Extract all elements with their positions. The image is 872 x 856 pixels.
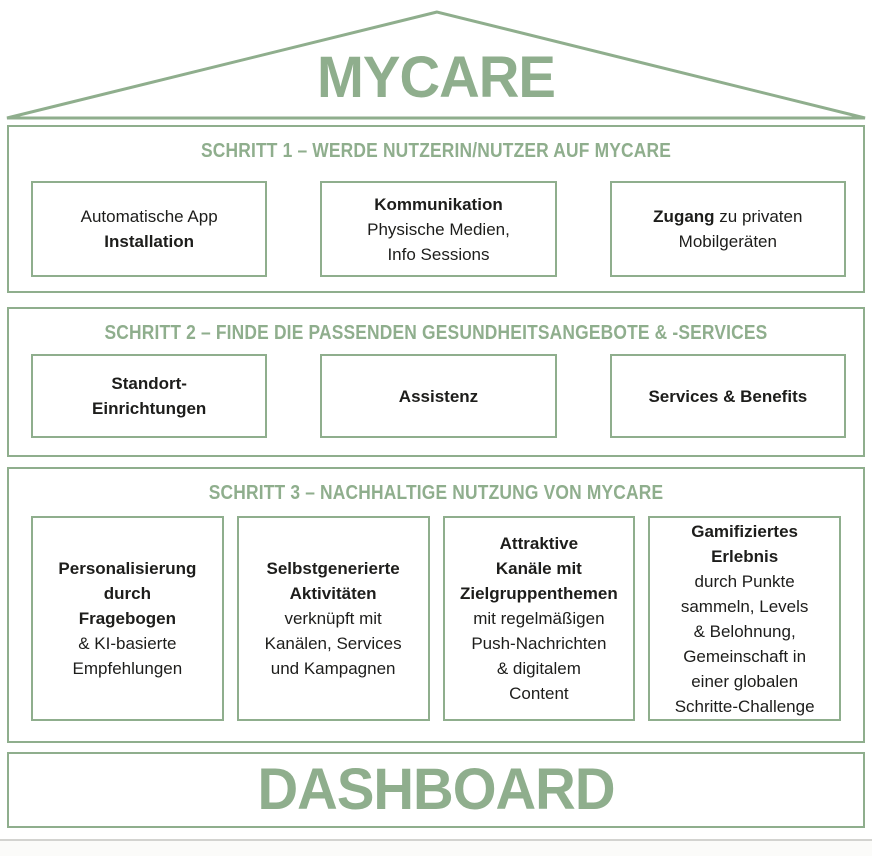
card-text-line: Fragebogen xyxy=(78,609,177,628)
section-schritt-3: SCHRITT 3 – NACHHALTIGE NUTZUNG VON MYCA… xyxy=(7,467,865,743)
card-text-line: durch Punkte xyxy=(694,571,795,591)
page-edge-divider-line xyxy=(0,839,872,841)
card-services-benefits: Services & Benefits xyxy=(609,354,846,438)
card-text-line: Physische Medien, xyxy=(367,219,510,239)
card-text-line: Zugang zu privaten xyxy=(653,207,803,226)
mycare-title: MYCARE xyxy=(317,45,556,110)
page-bottom-margin xyxy=(0,841,872,856)
card-text-line: Empfehlungen xyxy=(72,659,183,678)
card-text-line: Erlebnis xyxy=(711,546,779,566)
card-text-line: Aktivitäten xyxy=(289,584,377,603)
card-standort-einrichtungen: Standort- Einrichtungen xyxy=(31,354,268,438)
card-text-line: Zielgruppenthemen xyxy=(460,584,618,603)
card-text-line: sammeln, Levels xyxy=(680,596,809,616)
card-text-line: Services & Benefits xyxy=(648,386,808,406)
card-text-line: Installation xyxy=(104,232,195,251)
card-text-line: & KI-basierte xyxy=(78,634,177,653)
dashboard-title: DASHBOARD xyxy=(257,757,616,822)
section-schritt-1: SCHRITT 1 – WERDE NUTZERIN/NUTZER AUF MY… xyxy=(7,125,865,293)
card-text-line: verknüpft mit xyxy=(284,609,382,628)
section-schritt-2: SCHRITT 2 – FINDE DIE PASSENDEN GESUNDHE… xyxy=(7,307,865,457)
card-text-line: Kanälen, Services xyxy=(264,634,402,653)
card-text-line: Attraktive xyxy=(499,534,579,553)
card-text-line: durch xyxy=(103,584,151,603)
house-roof-shape xyxy=(6,10,866,120)
card-text-line: Mobilgeräten xyxy=(678,232,777,251)
section-schritt-1-header: SCHRITT 1 – WERDE NUTZERIN/NUTZER AUF MY… xyxy=(200,140,672,162)
schritt-2-cards-row: Standort- Einrichtungen Assistenz Service… xyxy=(31,354,846,438)
section-schritt-2-header: SCHRITT 2 – FINDE DIE PASSENDEN GESUNDHE… xyxy=(104,322,768,344)
card-text-line: Push-Nachrichten xyxy=(471,634,607,653)
card-assistenz: Assistenz xyxy=(320,354,557,438)
card-text-line: Einrichtungen xyxy=(92,399,207,418)
card-text-line: & Belohnung, xyxy=(693,621,796,641)
card-text-line: Personalisierung xyxy=(58,559,197,578)
card-text-line: einer globalen xyxy=(691,671,799,691)
card-text-line: Selbstgenerierte xyxy=(266,559,400,578)
card-text-line: Assistenz xyxy=(398,386,479,406)
card-text-line: Info Sessions xyxy=(387,244,490,264)
section-schritt-3-header: SCHRITT 3 – NACHHALTIGE NUTZUNG VON MYCA… xyxy=(208,482,664,504)
card-text-line: Gamifiziertes xyxy=(691,521,798,541)
card-text-line: Automatische App xyxy=(80,207,218,226)
card-text-line: Kommunikation xyxy=(374,194,503,214)
card-text-line: Content xyxy=(509,684,569,703)
card-text-line: mit regelmäßigen xyxy=(473,609,605,628)
card-text-line: Gemeinschaft in xyxy=(683,646,807,666)
card-text-line: & digitalem xyxy=(496,659,581,678)
card-text-line: Standort- xyxy=(111,374,187,393)
card-text-line: Schritte-Challenge xyxy=(674,696,815,716)
card-text-line: und Kampagnen xyxy=(270,659,396,678)
card-text-line: Kanäle mit xyxy=(495,559,582,578)
dashboard-panel: DASHBOARD xyxy=(7,752,865,828)
